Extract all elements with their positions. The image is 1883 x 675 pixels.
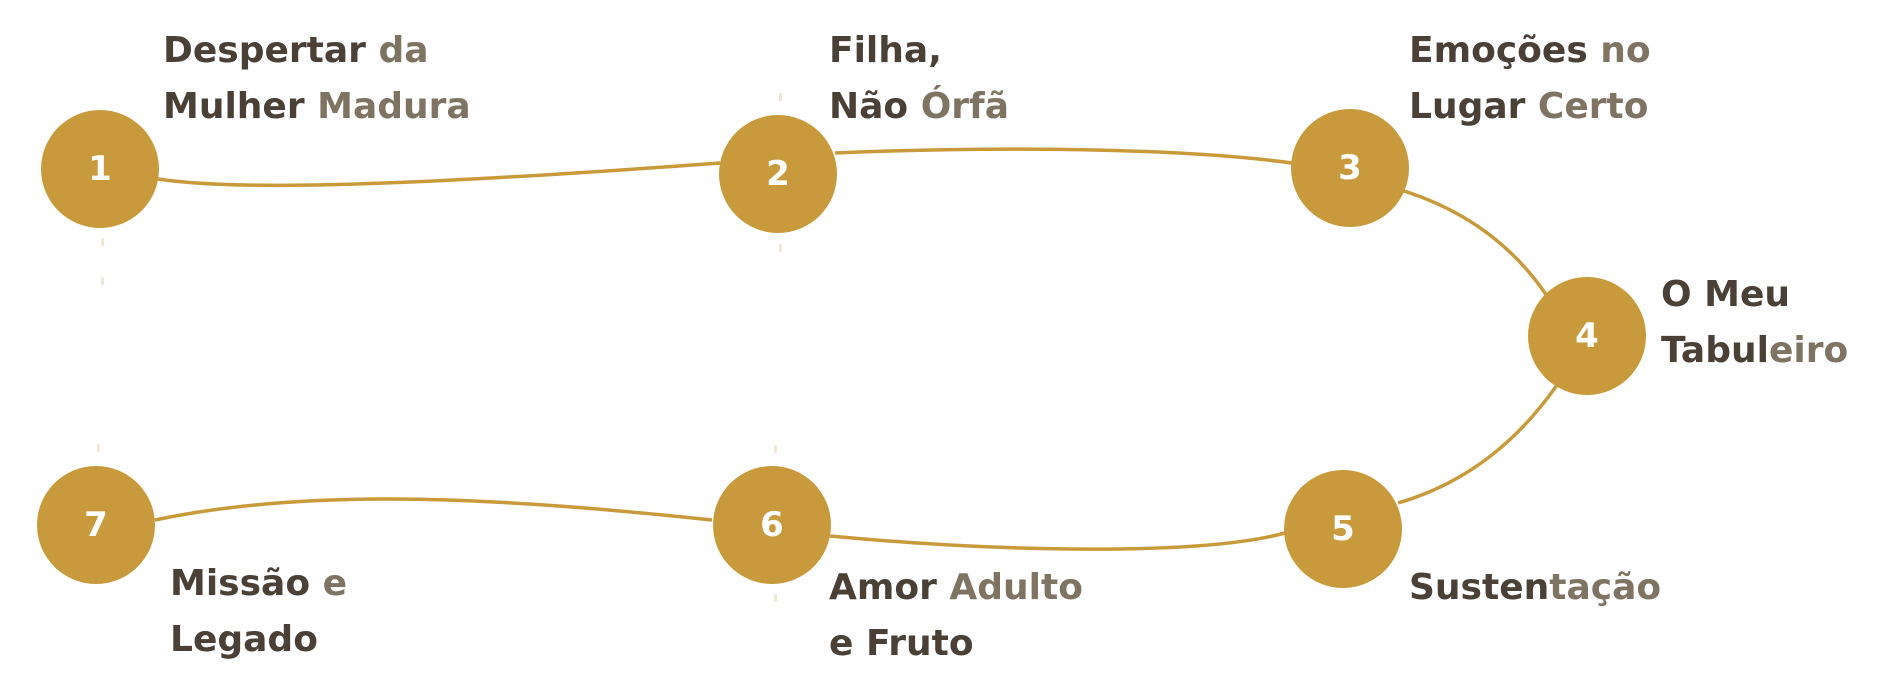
label-line: Despertar da xyxy=(163,23,471,79)
label-text-dark: Lugar xyxy=(1409,86,1526,127)
decorative-tick xyxy=(97,444,100,452)
label-text-dark: O Meu xyxy=(1661,274,1791,315)
label-text-light: eiro xyxy=(1768,330,1849,371)
step-node-1: 1 xyxy=(41,110,159,228)
label-text-light: Adulto xyxy=(936,567,1083,608)
step-label-2: Filha, Não Órfã xyxy=(829,23,1009,135)
label-text-light: tação xyxy=(1549,567,1662,608)
label-line: Lugar Certo xyxy=(1409,79,1651,135)
step-node-7: 7 xyxy=(37,466,155,584)
label-text-light: no xyxy=(1587,30,1651,71)
step-number: 3 xyxy=(1338,148,1362,188)
decorative-tick xyxy=(101,238,104,246)
label-line: e Fruto xyxy=(829,616,1083,672)
label-text-dark: Tabul xyxy=(1661,330,1769,371)
connector-6-7 xyxy=(154,497,713,522)
label-line: Emoções no xyxy=(1409,23,1651,79)
label-text-dark: Legado xyxy=(170,619,318,660)
label-text-dark: Filha, xyxy=(829,30,942,71)
label-line: O Meu xyxy=(1661,267,1848,323)
step-number: 2 xyxy=(766,154,790,194)
decorative-tick xyxy=(779,244,782,252)
step-number: 5 xyxy=(1331,509,1355,549)
label-text-dark: Amor xyxy=(829,567,937,608)
label-text-light: Certo xyxy=(1525,86,1649,127)
label-text-dark: e Fruto xyxy=(829,623,974,664)
step-node-6: 6 xyxy=(713,466,831,584)
label-text-dark: Não xyxy=(829,86,909,127)
label-line: Mulher Madura xyxy=(163,79,471,135)
step-label-5: Sustentação xyxy=(1409,560,1661,616)
label-text-dark: Despertar xyxy=(163,30,366,71)
label-line: Filha, xyxy=(829,23,1009,79)
connector-3-4 xyxy=(1403,189,1549,297)
label-line: Amor Adulto xyxy=(829,560,1083,616)
step-number: 4 xyxy=(1575,316,1599,356)
label-line: Missão e xyxy=(170,556,347,612)
step-number: 1 xyxy=(88,149,112,189)
label-text-dark: Missão xyxy=(170,563,311,604)
label-line: Sustentação xyxy=(1409,560,1661,616)
label-text-dark: Susten xyxy=(1409,567,1550,608)
decorative-tick xyxy=(101,277,104,285)
label-text-light: e xyxy=(310,563,347,604)
label-line: Não Órfã xyxy=(829,79,1009,135)
label-line: Tabuleiro xyxy=(1661,323,1848,379)
step-node-2: 2 xyxy=(719,115,837,233)
step-number: 6 xyxy=(760,505,784,545)
step-node-4: 4 xyxy=(1528,277,1646,395)
label-text-light: da xyxy=(365,30,429,71)
label-text-dark: Emoções xyxy=(1409,30,1588,71)
connector-5-6 xyxy=(829,531,1286,551)
decorative-tick xyxy=(779,93,782,101)
decorative-tick xyxy=(774,594,777,602)
connector-2-3 xyxy=(834,147,1293,165)
connector-4-5 xyxy=(1397,383,1559,505)
label-line: Legado xyxy=(170,612,347,668)
label-text-dark: Mulher xyxy=(163,86,305,127)
step-node-3: 3 xyxy=(1291,109,1409,227)
connector-1-2 xyxy=(157,161,721,188)
label-text-light: Órfã xyxy=(908,86,1010,127)
step-number: 7 xyxy=(84,505,108,545)
step-label-6: Amor Adulto e Fruto xyxy=(829,560,1083,672)
decorative-tick xyxy=(774,445,777,453)
step-node-5: 5 xyxy=(1284,470,1402,588)
label-text-light: Madura xyxy=(304,86,471,127)
